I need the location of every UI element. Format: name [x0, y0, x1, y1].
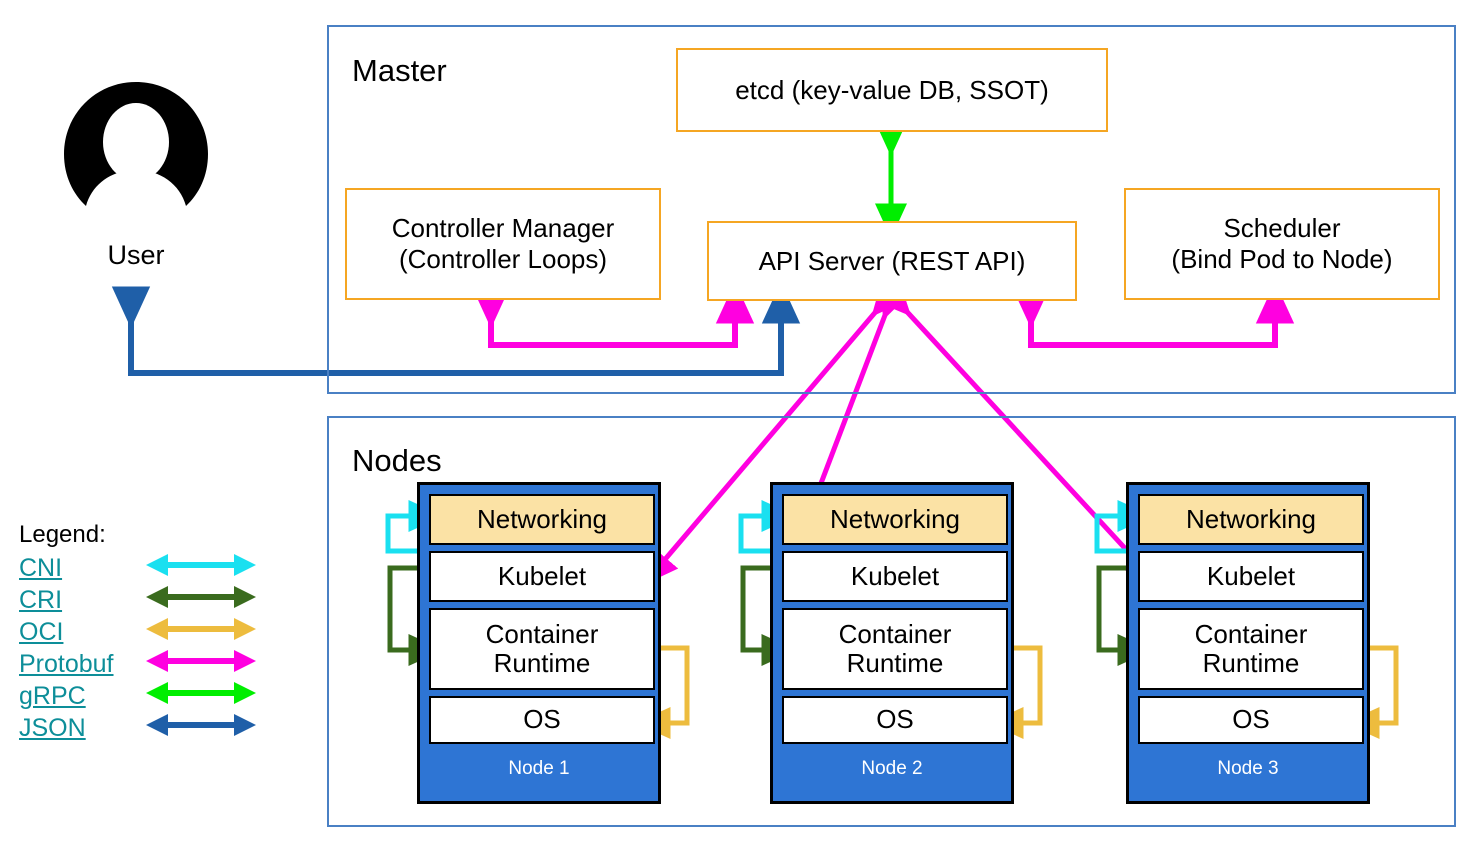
legend-arrow-json — [146, 714, 256, 736]
node-3-os-label: OS — [1232, 704, 1270, 735]
scheduler-label-line2: (Bind Pod to Node) — [1171, 244, 1393, 274]
node-3-networking-layer[interactable]: Networking — [1138, 494, 1364, 545]
legend-arrow-cri — [146, 586, 256, 608]
node-1-name: Node 1 — [508, 758, 570, 779]
node-2-name: Node 2 — [861, 758, 923, 779]
legend-item-cni[interactable]: CNI — [19, 554, 63, 582]
node-3-container-runtime-label-line2: Runtime — [1202, 648, 1300, 678]
node-2-networking-label: Networking — [829, 503, 961, 534]
node-2[interactable]: Networking Kubelet Container Runtime OS … — [770, 482, 1014, 804]
master-group — [327, 25, 1456, 394]
legend-item-grpc[interactable]: gRPC — [19, 682, 86, 710]
legend-item-json[interactable]: JSON — [19, 714, 86, 742]
node-3[interactable]: Networking Kubelet Container Runtime OS … — [1126, 482, 1370, 804]
node-3-container-runtime-layer[interactable]: Container Runtime — [1138, 608, 1364, 690]
controller-manager-label-line1: Controller Manager — [391, 213, 615, 244]
api-server-box[interactable]: API Server (REST API) — [707, 221, 1077, 301]
nodes-group-title: Nodes — [352, 443, 442, 478]
node-2-os-label: OS — [876, 704, 914, 735]
legend-arrow-protobuf — [146, 650, 256, 672]
node-1-container-runtime-layer[interactable]: Container Runtime — [429, 608, 655, 690]
nodes-group — [327, 416, 1456, 827]
node-1-container-runtime-label-line1: Container — [485, 618, 599, 649]
master-group-title: Master — [352, 53, 447, 88]
node-3-kubelet-label: Kubelet — [1206, 560, 1296, 591]
etcd-label: etcd (key-value DB, SSOT) — [735, 74, 1049, 105]
legend-arrow-cni — [146, 554, 256, 576]
legend-item-cri[interactable]: CRI — [19, 586, 63, 614]
node-2-container-runtime-label-line1: Container — [838, 618, 952, 649]
node-3-kubelet-layer[interactable]: Kubelet — [1138, 551, 1364, 602]
node-3-os-layer[interactable]: OS — [1138, 696, 1364, 744]
node-1-container-runtime-label-line2: Runtime — [493, 648, 591, 678]
node-2-container-runtime-label-line2: Runtime — [846, 648, 944, 678]
node-1-kubelet-layer[interactable]: Kubelet — [429, 551, 655, 602]
legend-title: Legend: — [19, 521, 106, 548]
legend-item-protobuf[interactable]: Protobuf — [19, 650, 114, 678]
node-1-os-layer[interactable]: OS — [429, 696, 655, 744]
scheduler-box[interactable]: Scheduler (Bind Pod to Node) — [1124, 188, 1440, 300]
legend-arrow-grpc — [146, 682, 256, 704]
user-caption: User — [107, 240, 165, 270]
node-2-container-runtime-layer[interactable]: Container Runtime — [782, 608, 1008, 690]
node-2-kubelet-layer[interactable]: Kubelet — [782, 551, 1008, 602]
controller-manager-box[interactable]: Controller Manager (Controller Loops) — [345, 188, 661, 300]
node-1-os-label: OS — [523, 704, 561, 735]
node-1-networking-label: Networking — [476, 503, 608, 534]
legend-item-oci[interactable]: OCI — [19, 618, 64, 646]
node-1-networking-layer[interactable]: Networking — [429, 494, 655, 545]
legend-arrow-oci — [146, 618, 256, 640]
node-2-os-layer[interactable]: OS — [782, 696, 1008, 744]
node-3-container-runtime-label-line1: Container — [1194, 618, 1308, 649]
etcd-box[interactable]: etcd (key-value DB, SSOT) — [676, 48, 1108, 132]
scheduler-label-line1: Scheduler — [1223, 213, 1341, 244]
api-server-label: API Server (REST API) — [758, 245, 1026, 276]
node-3-name: Node 3 — [1217, 758, 1279, 779]
node-1-kubelet-label: Kubelet — [497, 560, 587, 591]
node-2-kubelet-label: Kubelet — [850, 560, 940, 591]
controller-manager-label-line2: (Controller Loops) — [398, 244, 608, 274]
node-3-networking-label: Networking — [1185, 503, 1317, 534]
node-2-networking-layer[interactable]: Networking — [782, 494, 1008, 545]
user-avatar-icon — [64, 82, 208, 206]
node-1[interactable]: Networking Kubelet Container Runtime OS … — [417, 482, 661, 804]
